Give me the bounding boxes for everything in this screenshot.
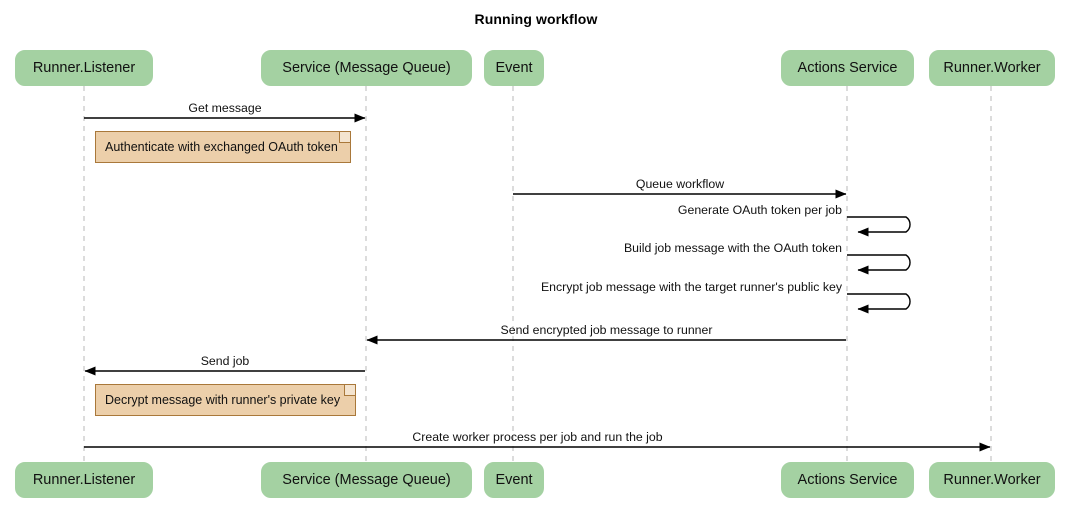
participant-label: Runner.Listener	[32, 472, 136, 488]
message-label-m3: Generate OAuth token per job	[677, 203, 842, 217]
message-label-m8: Create worker process per job and run th…	[412, 430, 663, 444]
participant-queue-bottom[interactable]: Service (Message Queue)	[261, 462, 472, 498]
message-label-m4: Build job message with the OAuth token	[623, 241, 842, 255]
participant-label: Runner.Listener	[32, 60, 136, 76]
self-message-m5	[847, 293, 911, 314]
note-label: Decrypt message with runner's private ke…	[105, 393, 341, 407]
self-message-m3	[847, 216, 911, 237]
note-fold-corner-icon	[339, 132, 350, 143]
diagram-title: Running workflow	[474, 11, 598, 27]
note-n1: Authenticate with exchanged OAuth token	[95, 131, 351, 163]
participant-worker-top[interactable]: Runner.Worker	[929, 50, 1055, 86]
lifelines-group	[83, 86, 992, 462]
participant-queue-top[interactable]: Service (Message Queue)	[261, 50, 472, 86]
message-arrows-group	[84, 113, 991, 452]
note-label: Authenticate with exchanged OAuth token	[105, 140, 338, 154]
participant-actions-bottom[interactable]: Actions Service	[781, 462, 914, 498]
participant-label: Event	[495, 60, 533, 76]
participant-label: Service (Message Queue)	[282, 60, 451, 76]
participant-actions-top[interactable]: Actions Service	[781, 50, 914, 86]
participant-listener-top[interactable]: Runner.Listener	[15, 50, 153, 86]
participant-label: Actions Service	[797, 60, 898, 76]
participant-label: Event	[495, 472, 533, 488]
participant-event-top[interactable]: Event	[484, 50, 544, 86]
message-label-m6: Send encrypted job message to runner	[500, 323, 713, 337]
participant-label: Service (Message Queue)	[282, 472, 451, 488]
participant-event-bottom[interactable]: Event	[484, 462, 544, 498]
participant-label: Runner.Worker	[943, 60, 1041, 76]
participant-label: Runner.Worker	[943, 472, 1041, 488]
participant-listener-bottom[interactable]: Runner.Listener	[15, 462, 153, 498]
participant-worker-bottom[interactable]: Runner.Worker	[929, 462, 1055, 498]
self-message-m4	[847, 254, 911, 275]
participant-label: Actions Service	[797, 472, 898, 488]
message-label-m7: Send job	[200, 354, 250, 368]
message-label-m1: Get message	[188, 101, 262, 115]
note-fold-corner-icon	[344, 385, 355, 396]
note-n2: Decrypt message with runner's private ke…	[95, 384, 356, 416]
message-label-m2: Queue workflow	[635, 177, 725, 191]
message-label-m5: Encrypt job message with the target runn…	[540, 280, 842, 294]
